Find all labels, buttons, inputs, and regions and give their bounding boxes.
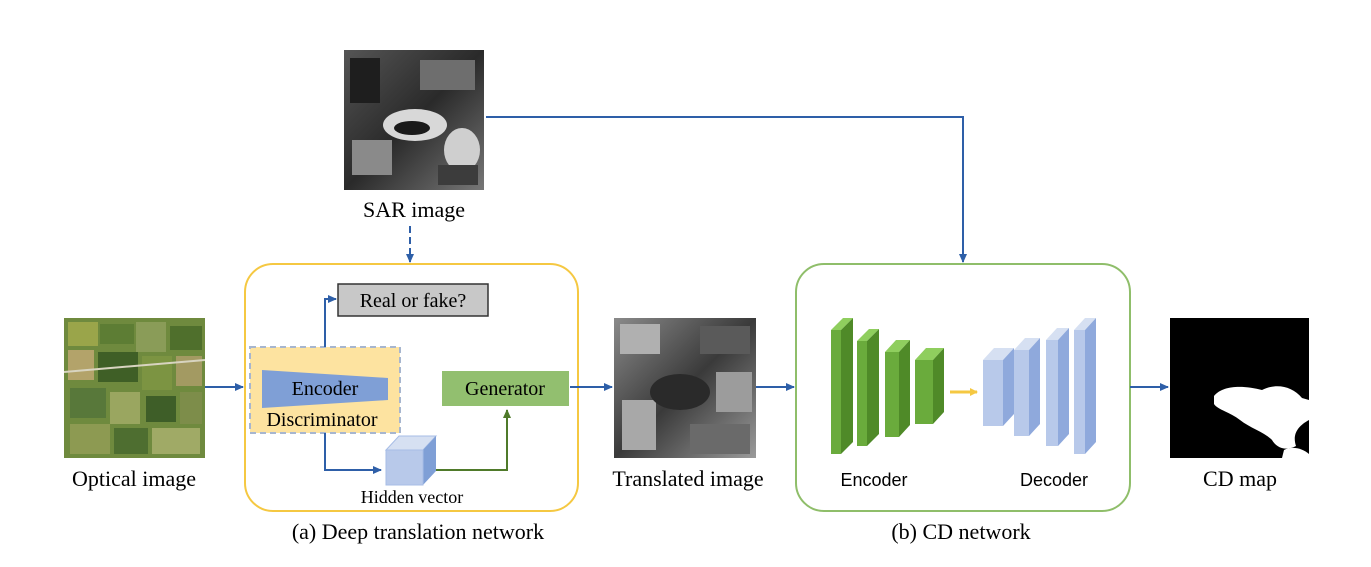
real-or-fake-label: Real or fake? <box>360 290 467 312</box>
cd-map-image <box>1170 318 1309 458</box>
cd-encoder-layer-3 <box>885 340 910 437</box>
encoder-shape <box>262 370 388 408</box>
cd-encoder-label: Encoder <box>840 470 907 490</box>
real-or-fake-box <box>337 283 489 317</box>
cd-encoder-layer-2 <box>857 329 879 446</box>
translated-image-label: Translated image <box>612 466 763 491</box>
sar-to-cd-arrow <box>486 116 967 263</box>
cd-decoder-layer-3 <box>1046 328 1069 446</box>
cd-encoder-layer-1 <box>831 318 853 454</box>
optical-image-label: Optical image <box>72 466 196 491</box>
translated-image <box>614 318 756 458</box>
cd-network-caption: (b) CD network <box>891 519 1030 544</box>
sar-image-label: SAR image <box>363 197 465 222</box>
disc-to-realfake-arrow <box>324 295 337 347</box>
generator-label: Generator <box>465 378 545 400</box>
cd-decoder-layer-4 <box>1074 318 1096 454</box>
hidden-vector-label: Hidden vector <box>361 487 463 507</box>
optical-image <box>63 318 206 458</box>
cd-decoder-layer-1 <box>983 348 1014 426</box>
cd-map-label: CD map <box>1203 466 1277 491</box>
translation-encoder-label: Encoder <box>292 378 359 400</box>
cd-decoder-label: Decoder <box>1020 470 1088 490</box>
hidden-to-generator-arrow <box>436 409 511 471</box>
translation-network-caption: (a) Deep translation network <box>292 519 544 544</box>
discriminator-label: Discriminator <box>266 409 377 431</box>
cd-encoder-layer-4 <box>915 348 944 424</box>
disc-to-hidden-arrow <box>324 433 382 474</box>
cd-decoder-layer-2 <box>1014 338 1040 436</box>
hidden-vector-block <box>384 435 438 486</box>
generator-box <box>442 371 569 406</box>
sar-image <box>344 50 484 190</box>
